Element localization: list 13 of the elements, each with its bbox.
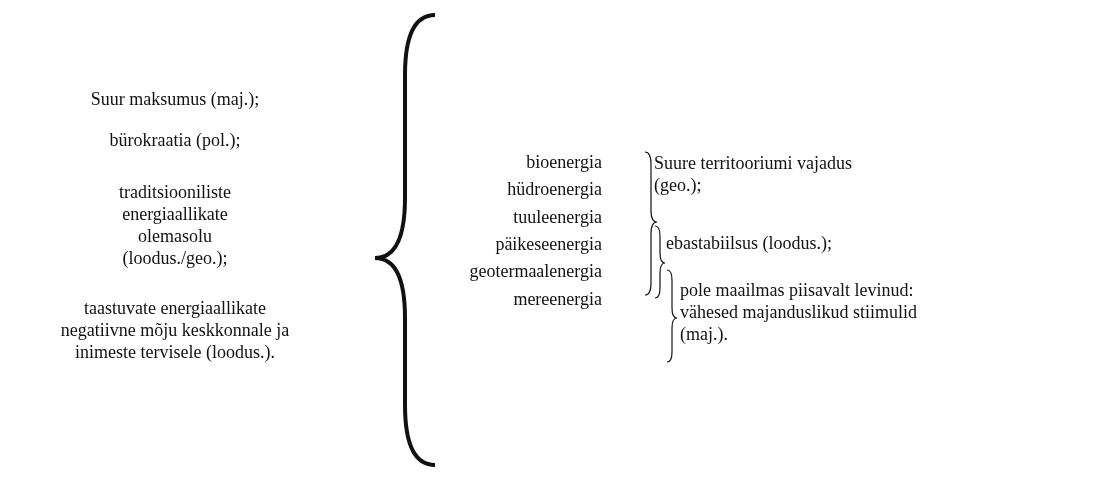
label-text: mereenergia <box>512 288 602 310</box>
label-text: ebastabiilsus (loodus.); <box>666 232 832 254</box>
label-text: tuuleenergia <box>512 206 602 228</box>
label-text: taastuvate energiaallikate negatiivne mõju keskkonnale ja inimeste tervisele (loodus.). <box>59 297 291 363</box>
label-text: traditsiooniliste energiaallikate olemasolu (loodus./geo.); <box>118 181 232 269</box>
label-text: bioenergia <box>525 151 602 173</box>
label-text: Suure territooriumi vajadus (geo.); <box>654 152 853 196</box>
label-text: Suur maksumus (maj.); <box>89 88 261 110</box>
label-text: hüdroenergia <box>506 178 602 200</box>
label-text: bürokraatia (pol.); <box>108 129 242 151</box>
label-text: pole maailmas piisavalt levinud: vähesed majanduslikud stiimulid (maj.). <box>680 279 918 345</box>
label-text: päikeseenergia <box>494 233 602 255</box>
label-text: geotermaalenergia <box>468 260 602 282</box>
